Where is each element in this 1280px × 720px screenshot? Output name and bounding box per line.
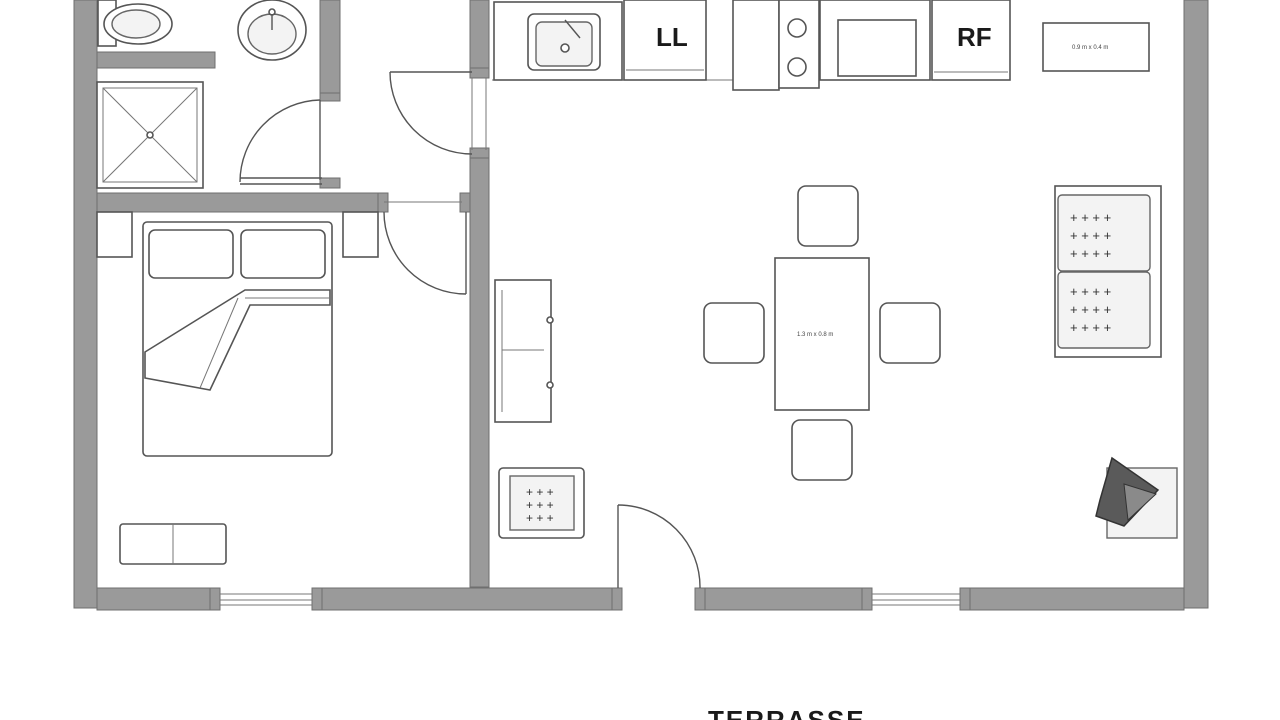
dishwasher-label: LL xyxy=(656,22,688,52)
tv-cabinet xyxy=(494,279,554,423)
svg-text:+ + +: + + + xyxy=(526,498,554,512)
armchair: + + + + + + + + + xyxy=(498,467,585,539)
bench xyxy=(119,523,227,565)
door-bathroom xyxy=(239,92,341,189)
wall-bath-bottom xyxy=(96,192,382,213)
window-bedroom xyxy=(209,587,323,611)
door-terrace xyxy=(611,504,706,611)
wall-center xyxy=(469,154,490,588)
svg-text:+ + + +: + + + + xyxy=(1070,284,1111,299)
wall-center-top xyxy=(469,0,490,71)
chair-top xyxy=(797,185,859,247)
svg-text:+ + + +: + + + + xyxy=(1070,246,1111,261)
fridge: RF xyxy=(931,0,1011,81)
door-entry xyxy=(389,67,490,159)
sideboard-dimensions: 0.9 m x 0.4 m xyxy=(1072,45,1108,51)
wall-bottom-2 xyxy=(316,587,618,611)
washbasin xyxy=(237,0,307,61)
chair-right xyxy=(879,302,941,364)
tv xyxy=(1095,456,1178,539)
shower-tray xyxy=(96,81,204,189)
fridge-label: RF xyxy=(957,22,992,52)
oven xyxy=(819,0,931,81)
nightstand-left xyxy=(96,211,133,258)
chair-left xyxy=(703,302,765,364)
nightstand-right xyxy=(342,211,379,258)
counter-segment xyxy=(732,0,780,91)
window-living xyxy=(861,587,971,611)
svg-text:+ + + +: + + + + xyxy=(1070,228,1111,243)
svg-text:+ + +: + + + xyxy=(526,511,554,525)
dishwasher: LL xyxy=(623,0,707,81)
wall-bottom-4 xyxy=(964,587,1185,611)
sideboard: 0.9 m x 0.4 m xyxy=(1042,22,1150,72)
wall-left xyxy=(73,0,98,609)
svg-text:+ + + +: + + + + xyxy=(1070,210,1111,225)
wall-bath-left-stub xyxy=(96,51,216,69)
chair-bottom xyxy=(791,419,853,481)
toilet xyxy=(97,0,173,47)
svg-text:+ + + +: + + + + xyxy=(1070,302,1111,317)
wall-right xyxy=(1183,0,1209,609)
svg-text:+ + + +: + + + + xyxy=(1070,320,1111,335)
wall-bath-right xyxy=(319,0,341,97)
door-bedroom xyxy=(377,192,471,295)
double-bed xyxy=(142,221,333,457)
dining-table: 1.3 m x 0.8 m xyxy=(774,257,870,411)
kitchen-sink xyxy=(493,1,623,81)
terrace-label: TERRASSE xyxy=(708,705,866,720)
cooktop xyxy=(778,0,820,89)
wall-bottom-1 xyxy=(96,587,218,611)
wall-bottom-3 xyxy=(702,587,867,611)
svg-text:+ + +: + + + xyxy=(526,485,554,499)
sofa: + + + + + + + + + + + + + + + + + + + + … xyxy=(1054,185,1162,358)
table-dimensions: 1.3 m x 0.8 m xyxy=(797,332,833,338)
